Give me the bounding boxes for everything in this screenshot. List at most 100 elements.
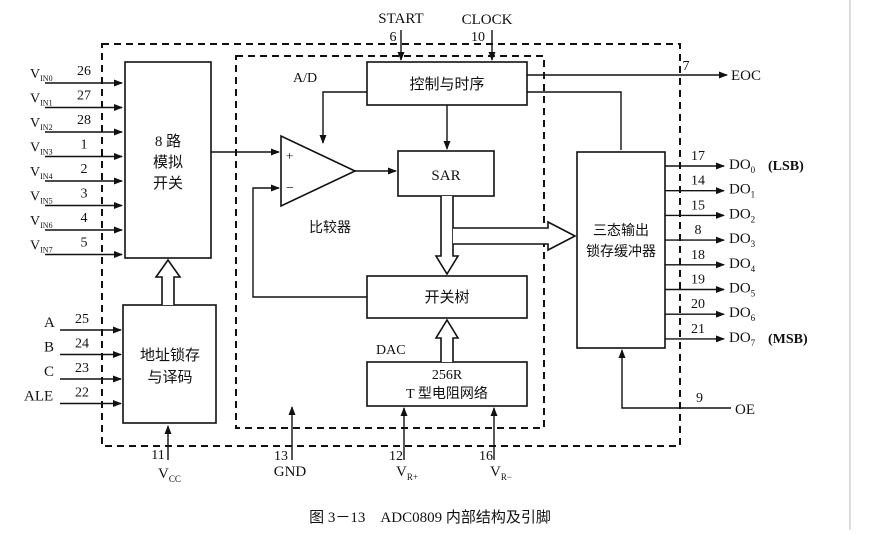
- vcc-label: VCC: [158, 466, 181, 484]
- address-label: A: [44, 315, 55, 331]
- output-pin-number: 14: [691, 174, 705, 189]
- address-pin-number: 23: [75, 361, 89, 376]
- output-pin-number: 21: [691, 322, 705, 337]
- input-pin-number: 28: [77, 113, 91, 128]
- switch-tree-block: 开关树: [366, 275, 528, 319]
- vref-plus-pin: 12 VR+: [389, 407, 418, 482]
- input-label: VIN7: [30, 239, 53, 255]
- vrm-label: VR−: [490, 464, 512, 482]
- input-label: VIN0: [30, 67, 53, 83]
- output-pin-number: 20: [691, 297, 705, 312]
- ad-label: A/D: [293, 71, 317, 86]
- vrp-label: VR+: [396, 464, 418, 482]
- control-label: 控制与时序: [409, 76, 484, 93]
- vref-minus-pin: 16 VR−: [479, 407, 512, 482]
- sar-to-switchtree-bus: [434, 196, 460, 276]
- input-label: VIN3: [30, 141, 53, 157]
- oe-pin: 9 OE: [618, 349, 755, 418]
- mux-block: 8 路 模拟 开关: [124, 61, 212, 259]
- vcc-pin-number: 11: [151, 448, 164, 463]
- control-to-comparator-wire: [319, 91, 367, 144]
- output-pin-number: 8: [695, 223, 702, 238]
- output-label: DO1: [729, 182, 755, 200]
- vrp-pin-number: 12: [389, 449, 403, 464]
- start-pin-number: 6: [390, 30, 397, 45]
- address-latch-block: 地址锁存 与译码: [122, 304, 217, 424]
- clock-pin-number: 10: [471, 30, 485, 45]
- output-label: DO7: [729, 330, 756, 348]
- address-pin-number: 22: [75, 386, 89, 401]
- oe-label: OE: [735, 402, 755, 418]
- gnd-label: GND: [274, 464, 307, 480]
- mux-label-1: 8 路: [155, 133, 181, 150]
- address-pin-2: C 23: [44, 361, 122, 383]
- input-label: VIN6: [30, 214, 53, 230]
- control-timing-block: 控制与时序: [366, 61, 528, 106]
- vrm-pin-number: 16: [479, 449, 493, 464]
- input-pin-1: VIN1 27: [30, 89, 123, 111]
- input-label: VIN5: [30, 190, 53, 206]
- figure-caption: 图 3－13 ADC0809 内部结构及引脚: [309, 510, 551, 526]
- address-pin-1: B 24: [44, 337, 122, 358]
- eoc-label: EOC: [731, 68, 761, 84]
- eoc-pin: 7 EOC: [527, 59, 761, 84]
- comparator-plus: +: [286, 148, 293, 163]
- input-pin-number: 1: [81, 138, 88, 153]
- oe-pin-number: 9: [696, 391, 703, 406]
- resistor-label-1: 256R: [432, 368, 463, 383]
- input-pin-number: 4: [81, 211, 88, 226]
- start-pin: START 6: [378, 11, 424, 61]
- output-label: DO6: [729, 305, 756, 323]
- output-pin-number: 19: [691, 273, 705, 288]
- input-pin-4: VIN4 2: [30, 162, 123, 185]
- mux-label-3: 开关: [153, 175, 183, 192]
- tristate-label-2: 锁存缓冲器: [586, 244, 656, 260]
- input-pin-3: VIN3 1: [30, 138, 123, 160]
- input-pin-2: VIN2 28: [30, 113, 123, 136]
- latch-label-1: 地址锁存: [140, 347, 200, 364]
- address-label: B: [44, 340, 54, 356]
- dac-label: DAC: [376, 343, 406, 358]
- input-pin-7: VIN7 5: [30, 236, 123, 258]
- output-label: DO4: [729, 256, 756, 274]
- address-pin-number: 24: [75, 337, 89, 352]
- address-label: ALE: [24, 389, 53, 405]
- output-label: DO0: [729, 157, 756, 175]
- address-pin-3: ALE 22: [24, 386, 122, 407]
- input-pin-6: VIN6 4: [30, 211, 123, 234]
- eoc-pin-number: 7: [683, 59, 690, 74]
- clock-pin: CLOCK 10: [462, 12, 513, 61]
- output-label: DO2: [729, 206, 755, 224]
- clock-label: CLOCK: [462, 12, 513, 28]
- resistor-to-switchtree-arrow: [434, 318, 460, 362]
- gnd-pin-number: 13: [274, 449, 288, 464]
- tristate-label-1: 三态输出: [593, 223, 649, 239]
- digital-outputs: 17DO0(LSB)14DO115DO28DO318DO419DO520DO62…: [665, 149, 808, 348]
- input-label: VIN4: [30, 165, 53, 181]
- control-to-tristate-wire: [527, 91, 622, 150]
- output-label: DO5: [729, 281, 756, 299]
- resistor-label-2: T 型电阻网络: [406, 386, 488, 402]
- tristate-buffer-block: 三态输出 锁存缓冲器: [576, 151, 666, 349]
- output-note: (LSB): [768, 159, 804, 174]
- input-label: VIN2: [30, 116, 53, 132]
- output-label: DO3: [729, 231, 756, 249]
- input-label: VIN1: [30, 92, 53, 108]
- input-pin-number: 5: [81, 236, 88, 251]
- comparator: + − 比较器: [280, 134, 357, 236]
- address-label: C: [44, 364, 54, 380]
- input-pin-number: 27: [77, 89, 91, 104]
- latch-label-2: 与译码: [147, 369, 192, 386]
- input-pin-number: 2: [81, 162, 88, 177]
- comparator-label: 比较器: [309, 220, 351, 236]
